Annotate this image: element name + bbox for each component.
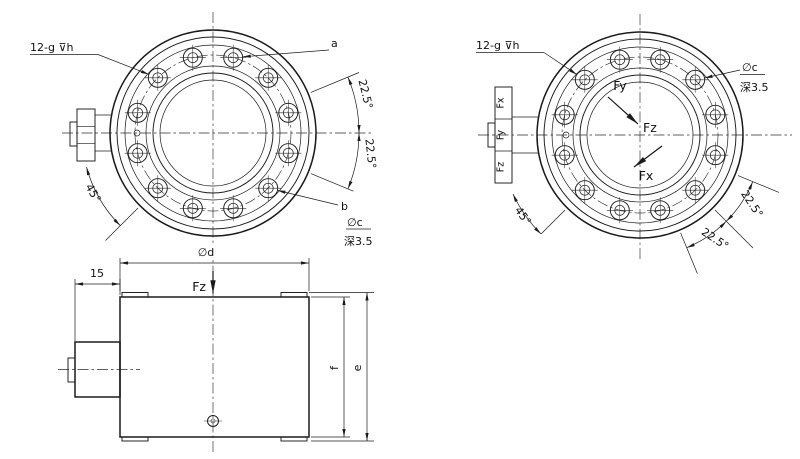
right-connector-block: Fx Fy Fz <box>487 86 539 184</box>
front-angle-lower-label: 22.5° <box>362 138 378 169</box>
right-flange-circles <box>536 31 744 239</box>
front-angle-arc-45 <box>86 166 121 226</box>
dim-e-label: e <box>351 364 364 371</box>
front-hole-a-label: a <box>331 37 338 50</box>
front-bolt-spec-callout: 12-g ⊽h <box>30 41 150 75</box>
bolt-hole <box>254 64 282 92</box>
dia-d-label-backing <box>192 246 221 258</box>
bolt-hole <box>144 64 172 92</box>
right-connector-channel-fy: Fy <box>496 130 507 141</box>
front-counterbore-depth-label: 深3.5 <box>344 235 373 248</box>
right-connector-stub <box>487 122 496 148</box>
front-bolt-pitch-circle <box>134 54 292 212</box>
right-counterbore-depth-label: 深3.5 <box>740 81 769 94</box>
right-force-vectors: Fy Fz Fx <box>607 78 663 183</box>
front-hole-a-leader <box>242 49 330 58</box>
front-connector-block <box>69 108 112 162</box>
front-angle-arc-lower <box>347 132 361 190</box>
right-angle-lower-label: 22.5° <box>699 225 731 253</box>
front-bolt-spec-leader <box>97 54 150 75</box>
right-angle-dimensions: 22.5° 22.5° 45° <box>512 175 780 274</box>
right-bolt-pitch-circle <box>561 56 719 214</box>
front-angle-upper-label: 22.5° <box>355 78 375 110</box>
right-fx-arrow <box>633 145 663 168</box>
front-radial-ext-lower <box>310 173 354 192</box>
side-bottom-screw-hole <box>204 415 222 427</box>
front-angle-dimensions: 22.5° 22.5° 45° <box>83 72 379 241</box>
front-counterbore-note: ∅c 深3.5 <box>344 216 373 248</box>
front-dowel-hole <box>133 129 141 137</box>
bolt-hole <box>571 66 599 94</box>
front-angle-arc-upper <box>347 76 361 134</box>
right-radial-ext-45 <box>714 209 754 249</box>
front-hole-b-callout: b <box>277 190 348 213</box>
bolt-hole <box>571 176 599 204</box>
front-counterbore-dia-label: ∅c <box>347 216 363 229</box>
side-fz-force: Fz <box>192 271 216 294</box>
side-view: ∅d 15 Fz f e <box>58 246 374 442</box>
right-angle-45-label: 45° <box>512 204 534 227</box>
right-fy-label: Fy <box>613 78 627 93</box>
right-angle-arc-upper <box>726 181 754 222</box>
dia-d-label: ∅d <box>198 246 215 259</box>
right-bolt-spec-label: 12-g ⊽h <box>476 39 519 52</box>
side-fz-label: Fz <box>192 279 206 294</box>
right-counterbore-note: ∅c 深3.5 <box>704 61 769 94</box>
right-angle-arc-lower <box>686 221 727 249</box>
side-f-dimension: f <box>311 296 350 438</box>
side-connector-stub <box>67 357 76 383</box>
side-e-dimension: e <box>309 292 374 442</box>
right-view: Fx Fy Fz 12-g ⊽h ∅c 深3.5 Fy Fz Fx <box>476 14 792 274</box>
front-radial-ext-45 <box>105 207 139 241</box>
right-connector-channel-fx: Fx <box>496 97 507 108</box>
right-connector-channel-fz: Fz <box>496 162 507 172</box>
right-bolt-spec-leader <box>543 52 578 75</box>
side-15-dimension: 15 <box>74 267 121 341</box>
right-angle-arc-45 <box>512 193 542 235</box>
front-hole-b-label: b <box>341 200 348 213</box>
right-bolt-spec-callout: 12-g ⊽h <box>476 39 578 75</box>
bolt-hole <box>254 174 282 202</box>
right-fy-arrow <box>607 96 639 125</box>
front-bolt-spec-label: 12-g ⊽h <box>30 41 73 54</box>
bolt-hole <box>681 66 709 94</box>
dim-f-label: f <box>328 365 341 370</box>
right-fz-label: Fz <box>643 120 657 135</box>
right-dowel-hole <box>562 131 570 139</box>
front-hole-a-callout: a <box>242 37 338 58</box>
right-counterbore-leader <box>704 69 741 79</box>
front-angle-45-label: 45° <box>83 182 104 205</box>
side-dia-d-dimension: ∅d <box>119 246 310 291</box>
dim-15-label: 15 <box>90 267 104 280</box>
right-angle-upper-label: 22.5° <box>738 188 766 220</box>
side-connector <box>58 341 140 398</box>
front-flange-circles <box>109 29 317 237</box>
front-view: 12-g ⊽h a b ∅c 深3.5 22.5° 22.5° 45° <box>30 29 379 248</box>
right-radial-ext-225 <box>737 175 780 193</box>
front-hole-b-leader <box>277 190 339 206</box>
front-radial-ext-upper <box>310 72 360 93</box>
right-counterbore-dia-label: ∅c <box>742 61 758 74</box>
right-radial-ext-left45 <box>540 209 566 235</box>
right-fx-label: Fx <box>639 168 654 183</box>
bolt-hole <box>681 176 709 204</box>
bolt-hole <box>144 174 172 202</box>
right-radial-ext-675 <box>680 232 698 274</box>
side-flange-lips <box>121 292 308 442</box>
